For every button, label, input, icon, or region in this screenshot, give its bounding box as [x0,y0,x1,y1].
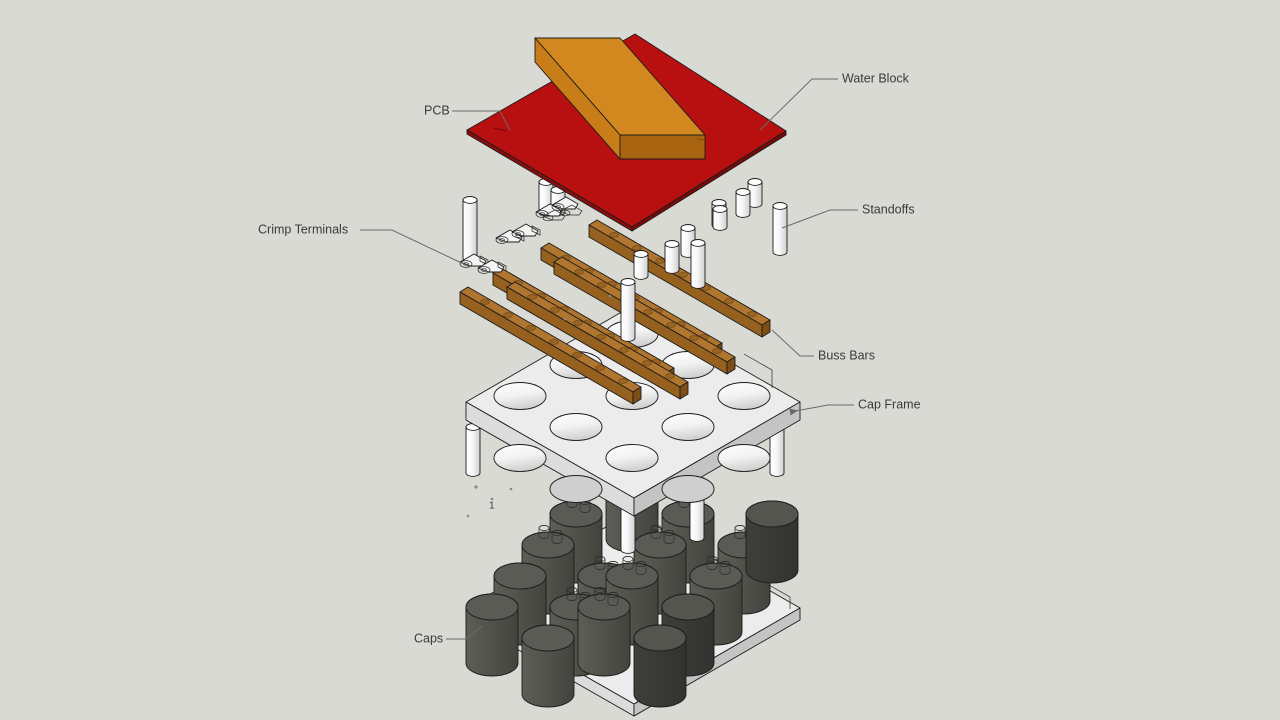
standoff-tall-right [772,202,788,256]
standoff-short [712,205,728,231]
crimp-terminal [542,209,566,222]
standoff-tall-center [620,278,636,342]
frame-hole [661,413,715,441]
pcb-edge-right [631,130,787,232]
cap-r3-c2 [577,587,631,677]
callout-buss-bars[interactable]: Buss Bars [771,329,875,362]
construction-specks: 1 [466,294,612,518]
cap-terminals [538,525,563,544]
frame-hole [717,382,771,410]
standoff-short [664,240,680,274]
frame-hole [661,475,715,503]
crimp-terminal [551,196,579,211]
callout-standoffs[interactable]: Standoffs [781,202,915,229]
leader-pcb [452,110,511,131]
cap-r3-c0 [465,593,519,677]
callout-water-block[interactable]: Water Block [759,71,910,131]
crimp-terminal [511,223,541,238]
frame-hole [493,444,547,472]
water-block-side-right [619,134,706,160]
pcb-mark [493,127,507,132]
leader-standoffs [781,209,858,229]
standoff-short [690,239,706,289]
frame-hole [549,413,603,441]
label-pcb: PCB [424,103,450,117]
leader-buss-bars [771,329,814,357]
frame-hole [493,382,547,410]
cap-extra-right [745,500,799,584]
label-crimp-terminals: Crimp Terminals [258,222,348,236]
standoff-short [735,188,751,218]
label-caps: Caps [414,631,443,645]
buss-bar [553,256,736,375]
cap-terminals [622,556,647,575]
buss-bar [588,219,771,338]
callout-pcb[interactable]: PCB [424,103,511,131]
label-standoffs: Standoffs [862,202,915,216]
water-block[interactable] [534,37,706,160]
frame-hole [605,444,659,472]
standoff-lower-left [465,423,481,477]
cap-terminals [650,525,675,544]
water-block-port-mark [696,138,706,141]
crimp-terminals[interactable] [459,196,583,274]
leader-water-block [759,78,838,131]
standoff-tall-left [462,196,478,262]
cap-cell [465,587,687,708]
cap-r3-c1 [521,624,575,708]
cap-terminals [594,587,619,606]
speck-tick: 1 [489,501,495,512]
label-water-block: Water Block [842,71,910,85]
cap-terminals [706,556,731,575]
crimp-terminal [559,204,583,217]
frame-hole [717,444,771,472]
buss-bars[interactable] [459,219,771,405]
crimp-terminal [459,253,489,268]
annotation-layer: Water Block PCB Crimp Terminals Standoff… [258,71,921,645]
label-buss-bars: Buss Bars [818,348,875,362]
leader-crimp-terminals [360,229,471,268]
callout-crimp-terminals[interactable]: Crimp Terminals [258,222,471,268]
crimp-terminal [477,259,507,274]
buss-bar [459,286,642,405]
frame-hole [549,475,603,503]
standoff-short [680,224,696,258]
callout-cap-frame[interactable]: Cap Frame [789,397,921,416]
label-cap-frame: Cap Frame [858,397,921,411]
standoff-short [633,250,649,280]
cap-r3-c3 [633,624,687,708]
caps-array[interactable] [465,469,799,708]
crimp-terminal [495,229,525,244]
cap-frame-seam [743,353,773,388]
leader-cap-frame [789,404,854,416]
buss-bar [506,281,689,400]
leader-caps [446,625,483,640]
callout-caps[interactable]: Caps [414,625,483,645]
